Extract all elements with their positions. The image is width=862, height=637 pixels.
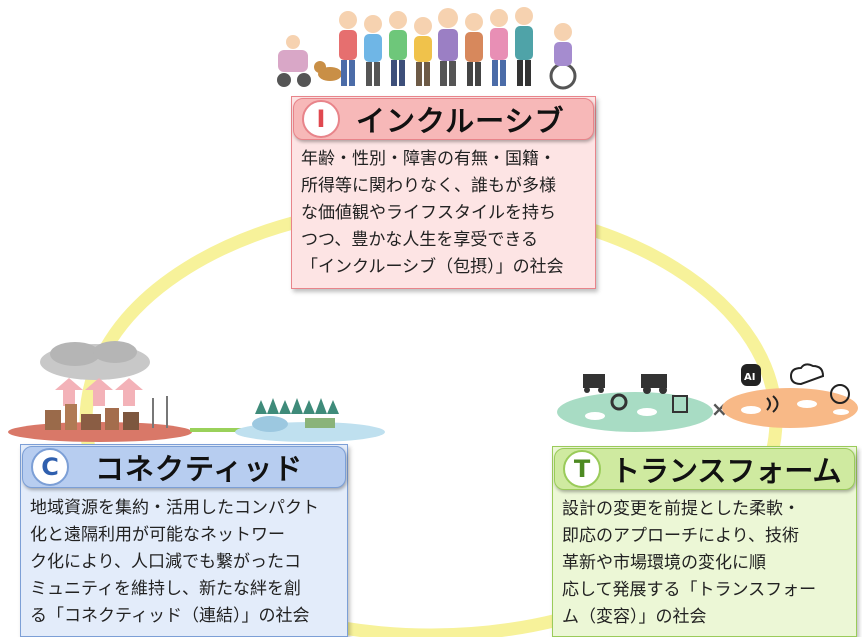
transform-line: ム（変容）」の社会 — [562, 607, 707, 627]
transform-header: T トランスフォーム — [554, 448, 855, 490]
transform-line: 即応のアプローチにより、技術 — [562, 526, 799, 546]
transform-line: 応して発展する「トランスフォー — [562, 580, 817, 600]
connected-line: る「コネクティッド（連結）」の社会 — [30, 606, 310, 626]
inclusive-line: つつ、豊かな人生を享受できる — [301, 230, 538, 250]
inclusive-line: 年齢・性別・障害の有無・国籍・ — [301, 149, 556, 169]
connected-letter-badge: C — [31, 448, 69, 486]
connected-line: 化と遠隔利用が可能なネットワー — [30, 525, 285, 545]
svg-text:×: × — [711, 397, 728, 421]
ai-label: AI — [744, 372, 755, 383]
transform-description: 設計の変更を前提とした柔軟・ 即応のアプローチにより、技術 革新や市場環境の変化… — [562, 496, 816, 631]
transform-title: トランスフォーム — [611, 454, 842, 488]
inclusive-line: な価値観やライフスタイルを持ち — [301, 203, 556, 223]
city-network-icon — [8, 341, 385, 442]
transform-letter-badge: T — [563, 450, 601, 488]
connected-line: ミュニティを維持し、新たな絆を創 — [30, 579, 301, 599]
connected-header: C コネクティッド — [22, 446, 346, 488]
connected-title: コネクティッド — [95, 452, 304, 486]
inclusive-line: 「インクルーシブ（包摂）」の社会 — [301, 257, 564, 277]
transform-line: 革新や市場環境の変化に順 — [562, 553, 766, 573]
connected-line: 地域資源を集約・活用したコンパクト — [30, 498, 319, 518]
inclusive-line: 所得等に関わりなく、誰もが多様 — [301, 176, 556, 196]
inclusive-title: インクルーシブ — [356, 104, 565, 138]
inclusive-description: 年齢・性別・障害の有無・国籍・ 所得等に関わりなく、誰もが多様 な価値観やライフ… — [301, 146, 564, 281]
technology-islands-icon: × AI — [557, 363, 858, 432]
diverse-people-group-icon — [277, 7, 577, 90]
connected-line: ク化により、人口減でも繋がったコ — [30, 552, 301, 572]
transform-line: 設計の変更を前提とした柔軟・ — [562, 499, 800, 519]
inclusive-letter-badge: I — [302, 100, 340, 138]
connected-description: 地域資源を集約・活用したコンパクト 化と遠隔利用が可能なネットワー ク化により、… — [30, 495, 319, 630]
inclusive-header: I インクルーシブ — [293, 98, 594, 140]
